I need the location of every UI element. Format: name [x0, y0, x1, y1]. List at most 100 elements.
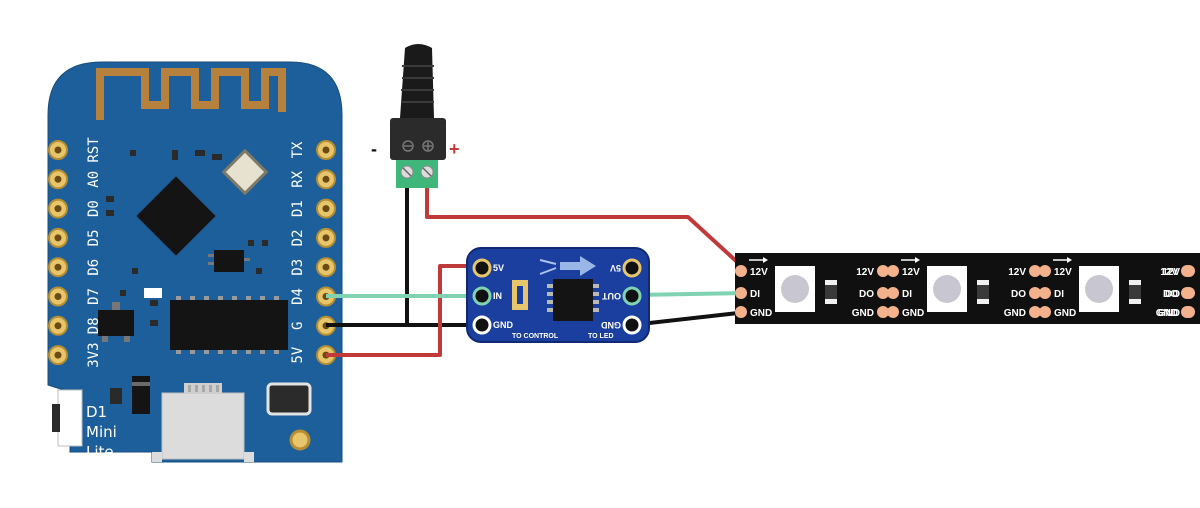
strip-pad-label-gnd: GND [750, 308, 772, 319]
strip-pad-12v[interactable] [887, 265, 899, 277]
strip-pad-label-di: DI [1054, 289, 1064, 300]
pin-label-d1: D1 [290, 200, 306, 217]
shifter-pin-label-out: OUT [602, 291, 622, 301]
shifter-pin-label-5v: 5V [493, 263, 504, 273]
board-name-line-1: D1 [86, 403, 107, 421]
strip-pad-do[interactable] [877, 287, 889, 299]
strip-pad-label-gnd: GND [1158, 308, 1180, 319]
strip-pad-label-do: DO [1011, 289, 1026, 300]
strip-pad-gnd[interactable] [1039, 306, 1051, 318]
strip-pad-label-12v: 12V [1162, 267, 1180, 278]
smd-components [106, 150, 268, 326]
shifter-label-to-control: TO CONTROL [512, 333, 559, 340]
wire-strip-ground [631, 310, 748, 327]
usb-serial-chip [170, 296, 288, 354]
pin-label-3v3: 3V3 [86, 342, 102, 367]
pin-label-d6: D6 [86, 259, 102, 276]
strip-pad-label-12v: 12V [750, 267, 768, 278]
mounting-hole [289, 429, 311, 451]
strip-pad-do[interactable] [1183, 287, 1195, 299]
strip-pad-label-12v: 12V [1054, 267, 1072, 278]
strip-pad-gnd[interactable] [1183, 306, 1195, 318]
shifter-pin-out-gnd[interactable] [622, 315, 642, 335]
strip-pad-label-12v: 12V [1008, 267, 1026, 278]
strip-pad-gnd[interactable] [1029, 306, 1041, 318]
strip-pad-12v[interactable] [1183, 265, 1195, 277]
transistor [98, 302, 134, 342]
inductor [266, 382, 312, 416]
arrow-right-icon [1067, 257, 1072, 263]
pin-label-d2: D2 [290, 229, 306, 246]
pin-label-rx: RX [290, 170, 306, 187]
strip-pad-label-gnd: GND [1054, 308, 1076, 319]
led-lens [1085, 275, 1113, 303]
shifter-pin-label-in: IN [493, 291, 502, 301]
strip-pad-gnd[interactable] [735, 306, 747, 318]
pin-label-d3: D3 [290, 259, 306, 276]
regulator-chip [208, 250, 250, 272]
pin-label-d5: D5 [86, 229, 102, 246]
shifter-pins: 5V IN GND 5V OUT GND [472, 258, 642, 335]
pin-label-rst: RST [86, 137, 102, 163]
strip-pad-label-gnd: GND [1004, 308, 1026, 319]
antenna-trace [96, 68, 286, 120]
pin-label-5v: 5V [290, 346, 306, 363]
usb-connector[interactable] [152, 383, 254, 462]
wire-12v-positive [425, 186, 749, 273]
strip-pad-label-gnd: GND [902, 308, 924, 319]
pin-label-d0: D0 [86, 200, 102, 217]
strip-segments: 12V DI GND 12V DO GND 12V DI GND 12V DO GND 12V DI GND… [735, 257, 1195, 319]
strip-pad-label-12v: 12V [902, 267, 920, 278]
jack-plus-label: + [449, 139, 460, 159]
strip-pad-label-di: DI [750, 289, 760, 300]
strip-pad-12v[interactable] [877, 265, 889, 277]
strip-pad-label-12v: 12V [1160, 267, 1178, 278]
led-lens [781, 275, 809, 303]
shifter-label-to-led: TO LED [588, 333, 614, 340]
strip-pad-label-do: DO [859, 289, 874, 300]
board-name-line-3: Lite [86, 443, 114, 461]
crystal [221, 148, 269, 196]
shifter-pin-out-out[interactable] [622, 286, 642, 306]
strip-pad-di[interactable] [735, 287, 747, 299]
strip-pad-label-gnd: GND [1156, 308, 1178, 319]
strip-pad-gnd[interactable] [877, 306, 889, 318]
diode [132, 376, 150, 414]
arrow-right-icon [763, 257, 768, 263]
pin-label-d4: D4 [290, 288, 306, 305]
shifter-pin-in-gnd[interactable] [472, 315, 492, 335]
strip-pad-gnd[interactable] [887, 306, 899, 318]
wire-data-out [631, 291, 748, 297]
shifter-pin-in-in[interactable] [472, 286, 492, 306]
strip-pad-label-do: DO [1165, 289, 1180, 300]
small-part [110, 388, 122, 404]
led-lens [933, 275, 961, 303]
strip-pad-label-di: DI [902, 289, 912, 300]
strip-pad-do[interactable] [1029, 287, 1041, 299]
strip-pad-12v[interactable] [1039, 265, 1051, 277]
shifter-pin-out-5v[interactable] [622, 258, 642, 278]
strip-pad-12v[interactable] [1029, 265, 1041, 277]
strip-pad-di[interactable] [887, 287, 899, 299]
shifter-pin-label-gnd: GND [493, 320, 514, 330]
strip-pad-label-gnd: GND [852, 308, 874, 319]
jack-minus-label: - [371, 139, 377, 159]
shifter-pin-label-5v: 5V [610, 263, 621, 273]
strip-pad-label-12v: 12V [856, 267, 874, 278]
led-strip: 12V DI GND 12V DO GND 12V DI GND 12V DO GND 12V DI GND… [735, 253, 1200, 324]
level-shifter-board: TO CONTROL TO LED 5V IN GND 5V OUT GND [466, 247, 650, 343]
reset-button[interactable] [52, 389, 83, 447]
board-name-line-2: Mini [86, 423, 117, 441]
pin-label-d8: D8 [86, 317, 102, 334]
strip-pad-di[interactable] [1039, 287, 1051, 299]
strip-pad-label-do: DO [1163, 289, 1178, 300]
pin-label-d7: D7 [86, 288, 102, 305]
shifter-pin-label-gnd: GND [601, 320, 622, 330]
strip-pad-12v[interactable] [735, 265, 747, 277]
dc-barrel-jack: - + [371, 44, 460, 188]
shifter-pin-in-5v[interactable] [472, 258, 492, 278]
